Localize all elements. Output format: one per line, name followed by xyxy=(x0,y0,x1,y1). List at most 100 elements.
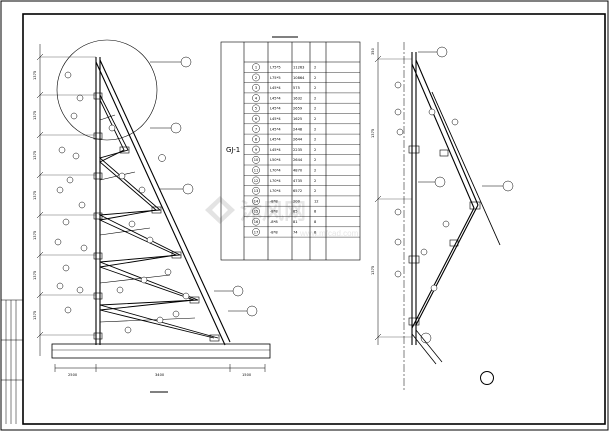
table-cell-number: 1 xyxy=(255,65,257,69)
left-member-balloons xyxy=(54,71,190,334)
table-cell-spec: L45*4 xyxy=(270,96,281,100)
table-cell-qty: 8 xyxy=(314,210,317,214)
bay-dim-2: 1375 xyxy=(33,111,37,120)
base-dim-2: 3400 xyxy=(155,373,165,377)
member-number-balloon xyxy=(252,145,260,154)
table-cell-length: 2644 xyxy=(293,158,303,162)
table-cell-number: 2 xyxy=(255,76,257,80)
member-number-balloon xyxy=(252,166,260,174)
table-cell-qty: 8 xyxy=(314,230,317,234)
table-cell-spec: L70*4 xyxy=(270,168,281,172)
table-cell-spec: L45*4 xyxy=(270,86,281,90)
span-dim-2: 1375 xyxy=(371,266,375,275)
table-cell-qty: 2 xyxy=(314,65,316,69)
left-truss-elevation xyxy=(36,39,271,393)
watermark: 沐风网 www.mfcad.com xyxy=(205,196,359,238)
table-cell-length: 1632 xyxy=(293,96,302,100)
table-cell-qty: 2 xyxy=(314,179,316,183)
watermark-logo-icon xyxy=(205,196,235,224)
table-cell-spec: -8*8 xyxy=(270,210,278,214)
bay-dim-5: 1375 xyxy=(33,231,37,240)
left-detail-callouts xyxy=(150,56,258,317)
table-cell-spec: -8*8 xyxy=(270,199,278,203)
member-number-balloon xyxy=(252,228,260,236)
member-number-balloon xyxy=(252,207,260,216)
span-dim-1: 1375 xyxy=(371,129,375,138)
table-cell-qty: 2 xyxy=(314,189,316,193)
table-cell-qty: 2 xyxy=(314,138,316,142)
table-cell-spec: L50*4 xyxy=(270,158,281,162)
member-number-balloon xyxy=(252,125,260,133)
left-dimension-labels: 1375 1375 1375 1375 1375 1375 1375 2500 … xyxy=(33,71,252,377)
table-cell-spec: -8*8 xyxy=(270,230,278,234)
member-number-balloon xyxy=(252,94,260,102)
right-dimension-labels: 350 1375 1375 xyxy=(371,47,375,275)
table-cell-length: 2235 xyxy=(293,148,302,152)
table-cell-number: 12 xyxy=(254,179,259,183)
bay-dim-6: 1375 xyxy=(33,271,37,280)
table-cell-length: 4735 xyxy=(293,179,302,183)
truss-label: GJ-1 xyxy=(226,146,240,154)
table-cell-qty: 2 xyxy=(314,117,316,121)
table-cell-number: 15 xyxy=(254,210,259,214)
right-member-balloons xyxy=(394,81,459,292)
member-number-balloon xyxy=(252,135,260,144)
table-cell-qty: 2 xyxy=(314,107,316,111)
table-cell-spec: L45*4 xyxy=(270,138,281,142)
member-number-balloon xyxy=(252,63,260,71)
table-cell-qty: 2 xyxy=(314,96,316,100)
member-number-balloon xyxy=(252,197,260,205)
base-dim-3: 1500 xyxy=(242,373,252,377)
table-cell-length: 200 xyxy=(293,199,301,203)
top-dim: 350 xyxy=(371,47,375,55)
table-cell-spec: L75*5 xyxy=(270,65,281,69)
table-cell-length: 6572 xyxy=(293,189,302,193)
member-number-balloon xyxy=(252,73,260,82)
table-cell-length: 2659 xyxy=(293,107,303,111)
member-number-balloon xyxy=(252,156,260,164)
table-cell-length: 2448 xyxy=(293,127,303,131)
table-cell-number: 11 xyxy=(254,168,259,172)
table-cell-length: 4870 xyxy=(293,168,303,172)
table-cell-spec: -8*8 xyxy=(270,220,278,224)
table-cell-length: 11263 xyxy=(293,65,304,69)
table-cell-spec: L45*4 xyxy=(270,127,281,131)
member-number-balloon xyxy=(252,186,260,195)
table-cell-number: 7 xyxy=(255,127,257,131)
table-cell-length: 10864 xyxy=(293,76,305,80)
table-cell-spec: L70*4 xyxy=(270,179,281,183)
bay-dim-3: 1375 xyxy=(33,151,37,160)
table-cell-spec: L45*4 xyxy=(270,107,281,111)
table-cell-length: 1625 xyxy=(293,117,302,121)
table-cell-number: 5 xyxy=(255,107,257,111)
table-cell-number: 14 xyxy=(254,199,259,203)
table-cell-qty: 2 xyxy=(314,148,316,152)
member-number-balloon xyxy=(252,83,260,92)
table-cell-qty: 2 xyxy=(314,127,316,131)
watermark-url: www.mfcad.com xyxy=(299,229,359,238)
table-cell-qty: 2 xyxy=(314,168,316,172)
table-cell-number: 9 xyxy=(255,148,258,152)
table-cell-length: 575 xyxy=(293,86,300,90)
table-cell-number: 13 xyxy=(254,189,259,193)
table-cell-spec: L45*4 xyxy=(270,117,281,121)
table-cell-qty: 8 xyxy=(314,220,317,224)
table-cell-spec: L70*4 xyxy=(270,189,281,193)
table-cell-qty: 2 xyxy=(314,158,316,162)
table-cell-length: 2644 xyxy=(293,138,303,142)
base-dim-1: 2500 xyxy=(68,373,78,377)
section-symbol xyxy=(480,371,494,385)
table-cell-number: 4 xyxy=(255,96,258,100)
table-cell-number: 3 xyxy=(255,86,257,90)
table-cell-length: 85 xyxy=(293,210,298,214)
watermark-title: 沐风网 xyxy=(240,199,306,224)
table-cell-number: 10 xyxy=(254,158,259,162)
table-cell-number: 17 xyxy=(254,230,259,234)
table-cell-number: 16 xyxy=(254,220,259,224)
member-number-balloon xyxy=(252,104,260,113)
table-cell-length: 74 xyxy=(293,230,298,234)
